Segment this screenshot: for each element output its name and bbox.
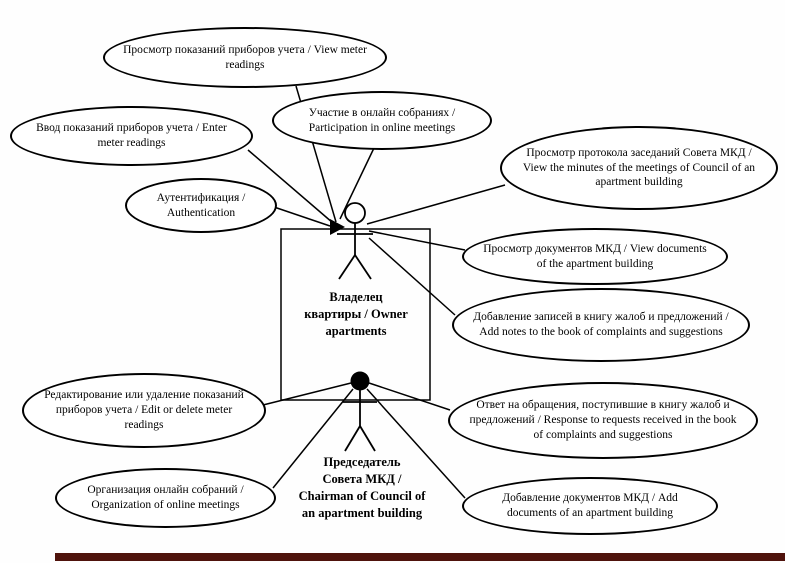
scan-artifact-strip [55,553,785,561]
owner-actor-figure [337,202,373,280]
owner-actor-label: Владелец квартиры / Owner apartments [304,290,408,338]
usecase-label: Ввод показаний приборов учета / Enter me… [36,122,227,149]
usecase-label: Организация онлайн собраний / Organizati… [87,484,244,511]
usecase-label: Добавление записей в книгу жалоб и предл… [473,311,729,338]
usecase-label: Просмотр показаний приборов учета / View… [123,43,367,71]
chairman-actor-label: Председатель Совета МКД / Chairman of Co… [298,455,426,520]
usecase-label: Участие в онлайн собраниях / Participati… [308,106,456,134]
usecase-view-meter-readings: Просмотр показаний приборов учета / View… [103,27,387,88]
usecase-label: Просмотр протокола заседаний Совета МКД … [522,146,756,189]
usecase-label: Ответ на обращения, поступившие в книгу … [469,399,737,441]
connector-lines [247,85,506,499]
usecase-label: Добавление документов МКД / Add document… [502,492,678,519]
chairman-actor-figure [343,371,377,452]
owner-actor-head [344,202,366,224]
usecase-label: Редактирование или удаление показаний пр… [44,389,244,431]
usecase-view-minutes: Просмотр протокола заседаний Совета МКД … [500,126,778,210]
usecase-authentication: Аутентификация / Authentication [125,178,277,233]
usecase-participation-online-meetings: Участие в онлайн собраниях / Participati… [272,91,492,150]
usecase-add-notes: Добавление записей в книгу жалоб и предл… [452,288,750,362]
usecase-view-documents: Просмотр документов МКД / View documents… [462,228,728,285]
usecase-add-documents: Добавление документов МКД / Add document… [462,477,718,535]
usecase-enter-meter-readings: Ввод показаний приборов учета / Enter me… [10,106,253,166]
chairman-actor-head [350,371,370,391]
usecase-response-requests: Ответ на обращения, поступившие в книгу … [448,382,758,459]
usecase-label: Аутентификация / Authentication [156,191,246,219]
usecase-label: Просмотр документов МКД / View documents… [483,242,707,270]
actor-arrowhead-icon [330,219,345,235]
usecase-edit-delete-readings: Редактирование или удаление показаний пр… [22,373,266,448]
usecase-organize-meetings: Организация онлайн собраний / Organizati… [55,468,276,528]
